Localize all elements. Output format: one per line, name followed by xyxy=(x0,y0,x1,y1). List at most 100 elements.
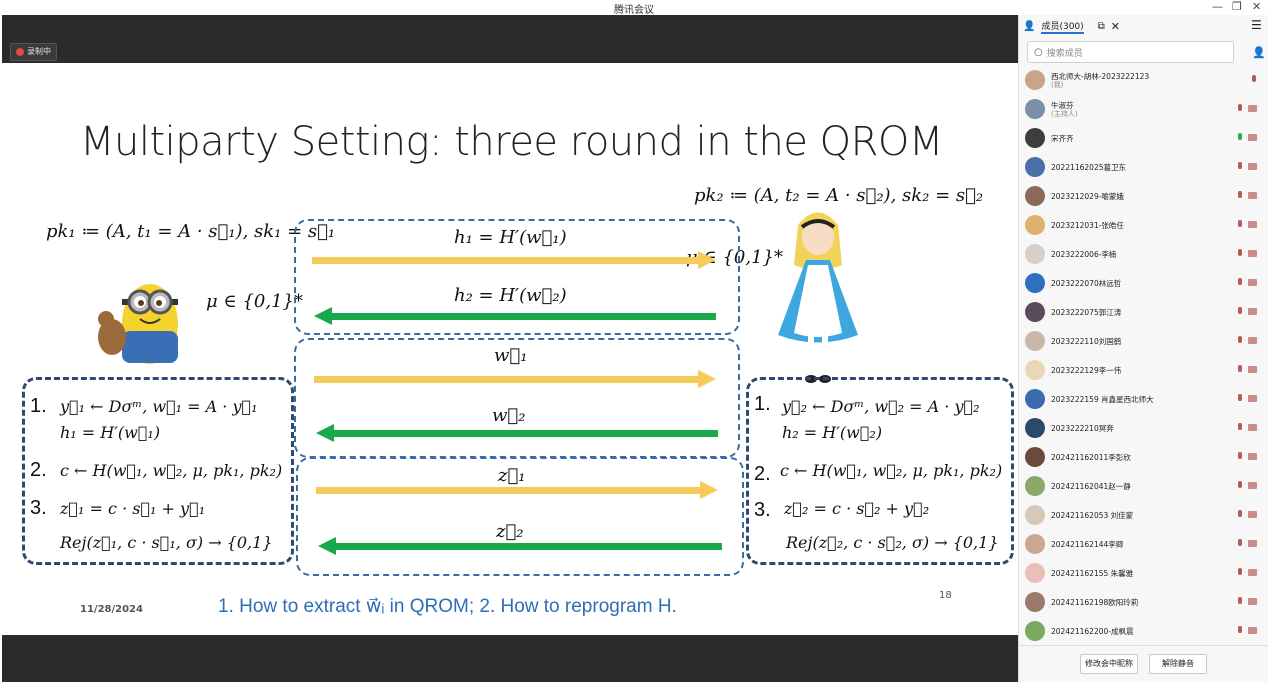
avatar xyxy=(1025,99,1045,119)
camera-off-icon xyxy=(1248,395,1257,402)
member-row[interactable]: 202421162011李彭欣 xyxy=(1025,444,1265,470)
w1-arrow xyxy=(314,370,716,388)
slide-title: Multiparty Setting: three round in the Q… xyxy=(80,119,943,165)
member-name: 2023222075郭江涛 xyxy=(1051,307,1122,317)
camera-off-icon xyxy=(1248,511,1257,518)
camera-off-icon xyxy=(1248,337,1257,344)
avatar xyxy=(1025,592,1045,612)
member-panel-footer: 修改会中昵称 解除静音 xyxy=(1019,645,1268,682)
camera-off-icon xyxy=(1248,105,1257,112)
member-row[interactable]: 2023222210冥奔 xyxy=(1025,415,1265,441)
round-one-box xyxy=(294,219,740,335)
member-text: 2023222075郭江涛 xyxy=(1051,308,1121,317)
member-row[interactable]: 西北师大-胡林-2023222123(我) xyxy=(1025,67,1265,93)
w2-arrow xyxy=(316,424,718,442)
member-status-icons xyxy=(1237,249,1257,258)
member-status-icons xyxy=(1237,510,1257,519)
left-step-1b: h₁ = H′(w⃗₁) xyxy=(60,423,161,442)
member-search[interactable]: ○ 搜索成员 xyxy=(1027,41,1234,63)
popout-icon[interactable]: ⧉ xyxy=(1097,20,1105,32)
member-row[interactable]: 2023222159 肖鑫星西北师大 xyxy=(1025,386,1265,412)
left-step-1-number: 1. xyxy=(30,395,47,417)
avatar xyxy=(1025,563,1045,583)
avatar xyxy=(1025,302,1045,322)
member-panel-header: 👤 成员(300) ⧉ ✕ ☰ xyxy=(1019,15,1268,37)
member-row[interactable]: 202421162053 刘佳蒙 xyxy=(1025,502,1265,528)
member-text: 宋齐齐 xyxy=(1051,134,1074,143)
member-name: 202421162200-成枫晨 xyxy=(1051,626,1134,636)
member-name: 202421162144李卿 xyxy=(1051,539,1124,549)
member-row[interactable]: 202421162200-成枫晨 xyxy=(1025,618,1265,644)
mic-muted-icon xyxy=(1237,162,1243,171)
unmute-all-button[interactable]: 解除静音 xyxy=(1149,654,1207,674)
w1-message: w⃗₁ xyxy=(494,345,528,366)
mic-muted-icon xyxy=(1237,191,1243,200)
member-search-input[interactable]: 搜索成员 xyxy=(1046,48,1083,59)
h2-arrow xyxy=(314,307,716,325)
slide-page-number: 18 xyxy=(939,590,952,601)
member-text: 西北师大-胡林-2023222123(我) xyxy=(1051,72,1149,89)
member-row[interactable]: 20221162025葛卫东 xyxy=(1025,154,1265,180)
member-row[interactable]: 2023222006-李楠 xyxy=(1025,241,1265,267)
member-status-icons xyxy=(1237,481,1257,490)
member-row[interactable]: 牛淑芬(主持人) xyxy=(1025,96,1265,122)
member-status-icons xyxy=(1237,307,1257,316)
mic-muted-icon xyxy=(1237,220,1243,229)
member-status-icons xyxy=(1237,365,1257,374)
member-name: 2023222070林远哲 xyxy=(1051,278,1122,288)
panel-close-icon[interactable]: ✕ xyxy=(1110,19,1121,33)
avatar xyxy=(1025,447,1045,467)
right-step-3: z⃗₂ = c · s⃗₂ + y⃗₂ xyxy=(784,499,930,518)
restore-icon[interactable]: ❐ xyxy=(1232,0,1242,13)
right-step-1a: y⃗₂ ← Dσᵐ, w⃗₂ = A · y⃗₂ xyxy=(782,397,980,416)
recording-badge[interactable]: 录制中 xyxy=(10,43,57,61)
left-step-1a: y⃗₁ ← Dσᵐ, w⃗₁ = A · y⃗₁ xyxy=(60,397,258,416)
right-step-2-number: 2. xyxy=(754,463,771,485)
close-icon[interactable]: ✕ xyxy=(1252,0,1262,13)
member-row[interactable]: 宋齐齐 xyxy=(1025,125,1265,151)
avatar xyxy=(1025,244,1045,264)
members-icon: 👤 xyxy=(1023,20,1036,32)
member-status-icons xyxy=(1237,452,1257,461)
member-row[interactable]: 202421162155 朱馨雅 xyxy=(1025,560,1265,586)
rename-button[interactable]: 修改会中昵称 xyxy=(1080,654,1138,674)
member-name: 2023222006-李楠 xyxy=(1051,249,1117,259)
left-step-3: z⃗₁ = c · s⃗₁ + y⃗₁ xyxy=(60,499,206,518)
member-name: 202421162155 朱馨雅 xyxy=(1051,568,1134,578)
member-row[interactable]: 2023222129李一伟 xyxy=(1025,357,1265,383)
invite-member-icon[interactable]: 👤 xyxy=(1252,45,1266,59)
left-party-steps-box xyxy=(22,377,294,565)
z1-message: z⃗₁ xyxy=(498,465,526,486)
z2-arrow xyxy=(318,537,722,555)
member-row[interactable]: 202421162144李卿 xyxy=(1025,531,1265,557)
member-status-icons xyxy=(1237,133,1257,142)
member-name: 202421162011李彭欣 xyxy=(1051,452,1131,462)
member-text: 牛淑芬(主持人) xyxy=(1051,101,1077,118)
member-text: 2023222110刘国鹤 xyxy=(1051,337,1121,346)
member-status-icons xyxy=(1237,597,1257,606)
mic-muted-icon xyxy=(1237,568,1243,577)
member-text: 2023212031-张皓任 xyxy=(1051,221,1124,230)
member-role: (我) xyxy=(1051,80,1064,89)
camera-off-icon xyxy=(1248,134,1257,141)
member-status-icons xyxy=(1237,278,1257,287)
member-row[interactable]: 2023222075郭江涛 xyxy=(1025,299,1265,325)
tab-members[interactable]: 成员(300) xyxy=(1041,19,1084,34)
w2-message: w⃗₂ xyxy=(492,405,526,426)
member-row[interactable]: 2023212031-张皓任 xyxy=(1025,212,1265,238)
z1-arrow xyxy=(316,481,718,499)
camera-off-icon xyxy=(1248,598,1257,605)
z2-message: z⃗₂ xyxy=(496,521,524,542)
member-row[interactable]: 2023222070林远哲 xyxy=(1025,270,1265,296)
member-row[interactable]: 202421162198欧阳玲莉 xyxy=(1025,589,1265,615)
member-panel: 👤 成员(300) ⧉ ✕ ☰ ○ 搜索成员 👤 西北师大-胡林-2023222… xyxy=(1018,15,1268,682)
member-row[interactable]: 202421162041赵一静 xyxy=(1025,473,1265,499)
left-message-space: μ ∈ {0,1}* xyxy=(206,291,303,312)
member-row[interactable]: 2023222110刘国鹤 xyxy=(1025,328,1265,354)
camera-off-icon xyxy=(1248,308,1257,315)
member-row[interactable]: 2023212029-喻蒙娥 xyxy=(1025,183,1265,209)
minimize-icon[interactable]: — xyxy=(1212,0,1223,13)
h1-message: h₁ = H′(w⃗₁) xyxy=(454,227,567,248)
member-name: 2023222129李一伟 xyxy=(1051,365,1122,375)
menu-icon[interactable]: ☰ xyxy=(1251,18,1262,32)
